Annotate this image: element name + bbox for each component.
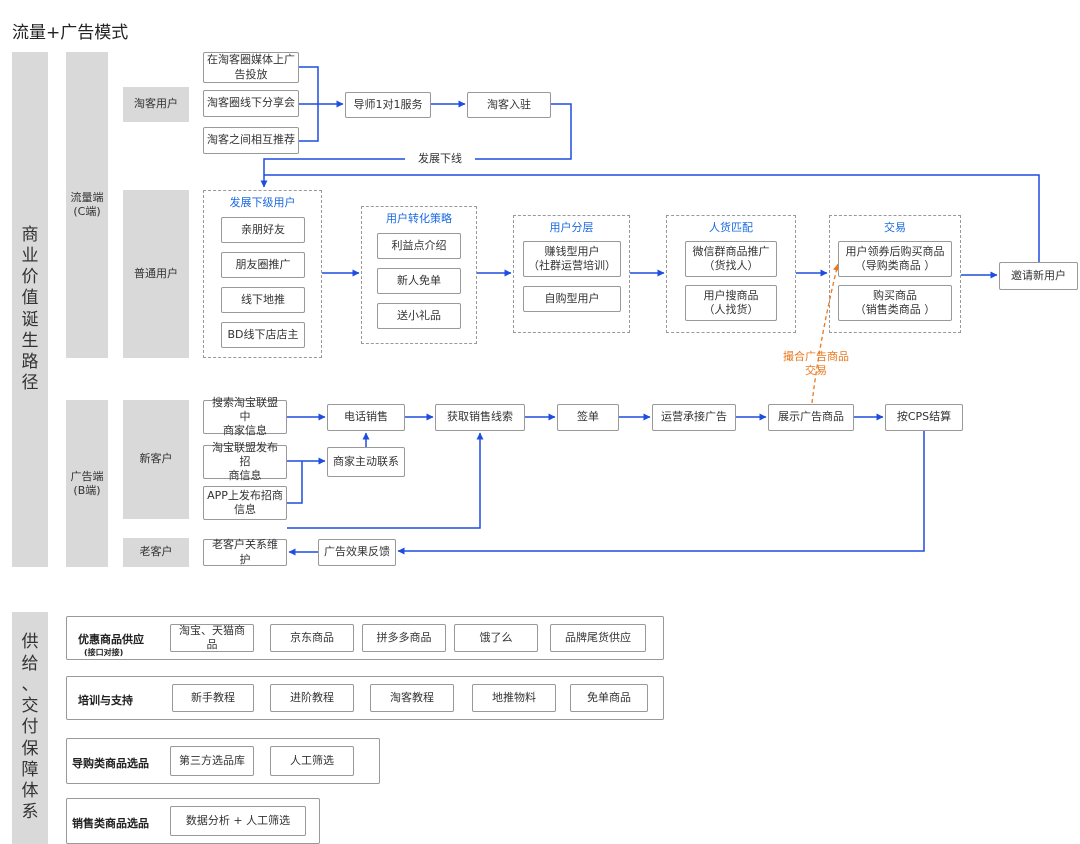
develop-item: 朋友圈推广: [221, 252, 305, 278]
strategy-item: 利益点介绍: [377, 233, 461, 259]
strategy-item: 送小礼品: [377, 303, 461, 329]
supply-item: 淘宝、天猫商品: [170, 624, 254, 652]
group-match-title: 人货匹配: [709, 221, 753, 234]
page-title: 流量+广告模式: [12, 23, 129, 43]
vertical-label-char: 价: [21, 267, 39, 287]
vertical-label-char: 给: [21, 653, 39, 674]
connector: [299, 104, 319, 142]
group-layer: [513, 215, 630, 333]
vertical-label-char: 生: [21, 330, 39, 351]
row-label-old-client: 老客户: [123, 538, 189, 567]
taoke-source-media-ads: 在淘客圈媒体上广告投放: [203, 52, 299, 83]
trade-item: 购买商品 （销售类商品 ）: [838, 285, 952, 321]
supply-item: 进阶教程: [270, 684, 354, 712]
old-client-maintain-box: 老客户关系维护: [203, 538, 287, 566]
supply-item: 饿了么: [454, 624, 538, 652]
vertical-label-char: 交: [21, 696, 39, 717]
supply-section-subtitle: (接口对接): [84, 648, 124, 657]
connector: [299, 66, 319, 104]
supply-section-title: 销售类商品选品: [72, 817, 149, 830]
supply-item: 品牌尾货供应: [550, 624, 646, 652]
row-label-taoke: 淘客用户: [123, 87, 189, 122]
group-strategy: [361, 206, 477, 344]
vertical-label-char: 业: [21, 245, 39, 266]
match-item: 用户搜商品 （人找货）: [685, 285, 777, 321]
vertical-label-char: 体: [21, 781, 39, 802]
group-develop-title: 发展下级用户: [229, 196, 296, 209]
vertical-label-char: 障: [21, 759, 39, 780]
ops-ads-box: 运营承接广告: [652, 404, 736, 431]
supply-item: 拼多多商品: [362, 624, 446, 652]
taoke-source-referral: 淘客之间相互推荐: [203, 127, 299, 154]
feedback-box: 广告效果反馈: [318, 539, 396, 566]
develop-item: 线下地推: [221, 287, 305, 313]
vertical-label-char: 路: [21, 352, 39, 372]
develop-item: BD线下店店主: [221, 322, 305, 348]
c-side-label: 流量端(C端): [66, 52, 108, 358]
vertical-label-char: 供: [21, 632, 39, 653]
supply-item: 地推物料: [472, 684, 556, 712]
group-develop: [203, 190, 322, 358]
row-label-normal: 普通用户: [123, 190, 189, 358]
sign-box: 签单: [557, 404, 619, 431]
layer-item: 自购型用户: [523, 286, 621, 312]
supply-section-title: 培训与支持: [78, 694, 133, 707]
supply-item: 人工筛选: [270, 746, 354, 776]
b-side-label: 广告端(B端): [66, 400, 108, 567]
leads-box: 获取销售线索: [435, 404, 525, 431]
supply-item: 淘客教程: [370, 684, 454, 712]
taoke-settle-box: 淘客入驻: [467, 92, 551, 118]
connector: [264, 174, 1040, 262]
b-source-app: APP上发布招商 信息: [203, 486, 287, 520]
b-source-search: 搜索淘宝联盟中 商家信息: [203, 396, 287, 437]
supply-section-title: 导购类商品选品: [72, 757, 149, 770]
value-path-label: 商业价值诞生路径: [12, 52, 48, 567]
vertical-label-char: 保: [21, 738, 39, 759]
supply-item: 数据分析 + 人工筛选: [170, 806, 306, 836]
invite-new-user-box: 邀请新用户: [999, 262, 1078, 290]
cps-settle-box: 按CPS结算: [885, 404, 963, 431]
develop-offline-label: 发展下线: [405, 151, 475, 167]
show-ads-box: 展示广告商品: [768, 404, 854, 431]
group-trade-title: 交易: [884, 221, 906, 234]
row-label-new-client: 新客户: [123, 400, 189, 519]
connector: [287, 432, 484, 529]
b-source-union: 淘宝联盟发布招 商信息: [203, 441, 287, 482]
vertical-label-char: 值: [21, 288, 39, 309]
vertical-label-char: 径: [21, 373, 39, 394]
taoke-source-offline-share: 淘客圈线下分享会: [203, 90, 299, 117]
supply-item: 免单商品: [570, 684, 648, 712]
vertical-label-char: 诞: [21, 309, 39, 330]
group-match: [666, 215, 796, 333]
connector: [260, 103, 572, 188]
supply-section-training: [66, 676, 664, 720]
group-strategy-title: 用户转化策略: [386, 212, 452, 225]
merchant-contact-box: 商家主动联系: [327, 447, 405, 477]
mentor-service-box: 导师1对1服务: [345, 92, 431, 118]
connector: [397, 431, 925, 555]
ad-match-connector: [811, 263, 840, 404]
connector: [287, 461, 303, 504]
vertical-label-char: 付: [21, 717, 39, 738]
supply-item: 京东商品: [270, 624, 354, 652]
vertical-label-char: 系: [21, 802, 39, 823]
layer-item: 赚钱型用户 （社群运营培训）: [523, 241, 621, 277]
match-item: 微信群商品推广 （货找人）: [685, 241, 777, 277]
trade-item: 用户领券后购买商品 （导购类商品 ）: [838, 241, 952, 277]
group-layer-title: 用户分层: [549, 221, 594, 234]
supply-item: 第三方选品库: [170, 746, 254, 776]
supply-item: 新手教程: [172, 684, 254, 712]
develop-item: 亲朋好友: [221, 217, 305, 243]
supply-system-label: 供给、交付保障体系: [12, 612, 48, 844]
vertical-label-char: 商: [21, 224, 39, 245]
strategy-item: 新人免单: [377, 268, 461, 294]
supply-section-title: 优惠商品供应: [78, 633, 144, 646]
group-trade: [829, 215, 961, 333]
vertical-label-char: 、: [21, 674, 39, 695]
ad-match-label: 撮合广告商品 交易: [783, 349, 849, 377]
phone-sale-box: 电话销售: [327, 404, 405, 431]
